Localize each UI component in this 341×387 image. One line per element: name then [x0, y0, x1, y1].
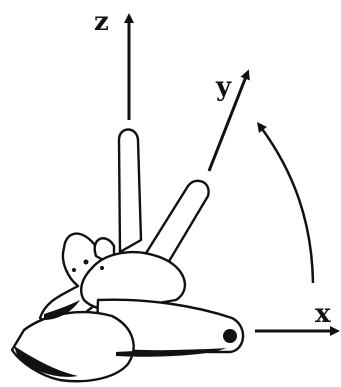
wrist: [10, 310, 135, 383]
knuckle-mark-1: [83, 259, 89, 265]
x-axis: x: [255, 299, 340, 336]
shading-wrist: [14, 346, 78, 377]
y-axis-arrow: [207, 69, 250, 172]
x-axis-label: x: [315, 299, 331, 329]
thumb-nail: [223, 329, 237, 343]
z-axis: z: [94, 7, 134, 120]
hand-shading: [14, 259, 237, 377]
palm: [80, 250, 187, 312]
hand-illustration: [10, 128, 245, 383]
index-finger: [141, 179, 210, 270]
rotation-arrow: [257, 121, 315, 284]
middle-finger: [117, 128, 143, 254]
knuckle-mark-2: [100, 266, 104, 270]
shading-curl: [44, 300, 80, 320]
z-axis-label: z: [94, 7, 109, 37]
y-axis: y: [207, 69, 250, 172]
shading-palm: [116, 348, 226, 357]
y-axis-label: y: [215, 72, 232, 102]
knuckle-mark-3: [72, 268, 76, 272]
